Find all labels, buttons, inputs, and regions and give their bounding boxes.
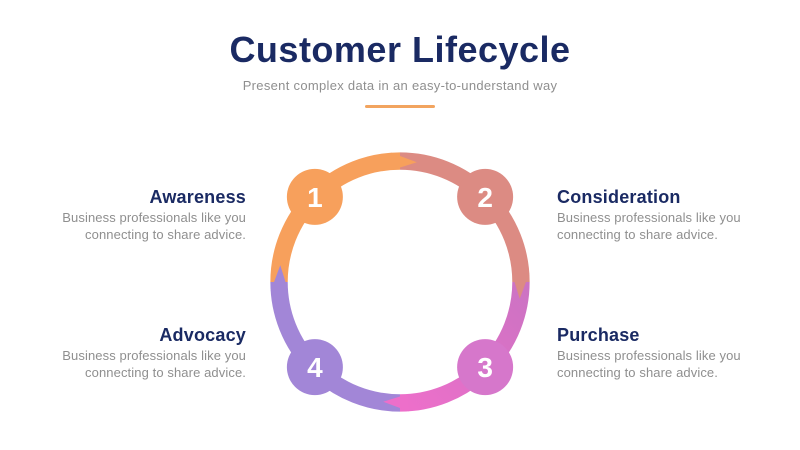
step-block-purchase: Purchase Business professionals like you… (557, 324, 757, 381)
step-awareness-label: Awareness (149, 187, 246, 207)
node-2-number: 2 (477, 182, 493, 213)
step-block-awareness: Awareness Business professionals like yo… (46, 186, 246, 243)
arrow-awareness-to-consideration-icon (390, 152, 417, 170)
step-block-advocacy: Advocacy Business professionals like you… (46, 324, 246, 381)
step-advocacy-label: Advocacy (159, 325, 246, 345)
page-title: Customer Lifecycle (229, 29, 571, 70)
step-consideration-description: Business professionals like you connecti… (557, 210, 741, 242)
title-underline (365, 105, 435, 109)
slide-header: Customer Lifecycle Present complex data … (0, 0, 800, 109)
node-3-number: 3 (477, 352, 493, 383)
cycle-diagram: 1 2 3 4 (270, 152, 530, 412)
arrow-consideration-to-purchase-icon (512, 272, 530, 299)
step-advocacy-description: Business professionals like you connecti… (62, 348, 246, 380)
step-block-consideration: Consideration Business professionals lik… (557, 186, 757, 243)
arrow-purchase-to-advocacy-icon (383, 394, 410, 412)
node-4-circle (286, 339, 343, 396)
node-1-number: 1 (307, 182, 323, 213)
page-subtitle: Present complex data in an easy-to-under… (242, 78, 558, 94)
step-awareness-description: Business professionals like you connecti… (62, 210, 246, 242)
step-purchase-label: Purchase (557, 325, 640, 345)
node-1-circle (286, 168, 343, 225)
node-4-number: 4 (307, 352, 323, 383)
node-3-circle (457, 339, 514, 396)
arrow-advocacy-to-awareness-icon (270, 265, 288, 292)
step-purchase-description: Business professionals like you connecti… (557, 348, 741, 380)
step-consideration-label: Consideration (557, 187, 681, 207)
node-2-circle (457, 168, 514, 225)
